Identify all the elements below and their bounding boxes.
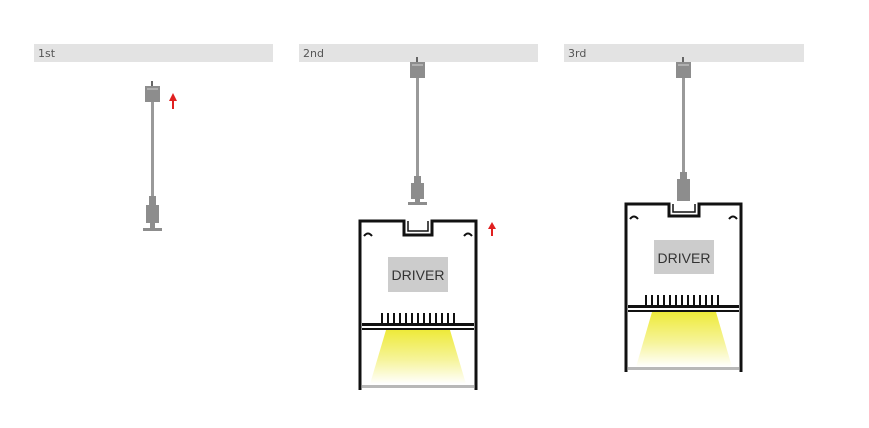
arrow-up-icon bbox=[169, 93, 177, 109]
step-3-bar: 3rd bbox=[564, 44, 804, 62]
step-3-suspension-kit bbox=[676, 57, 691, 201]
step-2-bar: 2nd bbox=[299, 44, 538, 62]
cable-gripper bbox=[411, 183, 424, 199]
cable-gripper bbox=[146, 205, 159, 223]
driver-box bbox=[654, 240, 714, 274]
step-2-label: 2nd bbox=[303, 47, 324, 60]
step-1-bar: 1st bbox=[34, 44, 273, 62]
light-beam bbox=[370, 330, 466, 384]
step-2-luminaire-profile: DRIVER bbox=[358, 219, 478, 390]
suspension-cable bbox=[682, 78, 685, 176]
step-3-luminaire-profile: DRIVER bbox=[624, 202, 743, 372]
arrow-up-icon bbox=[488, 222, 496, 236]
suspension-cable bbox=[151, 102, 154, 200]
driver-label: DRIVER bbox=[392, 267, 445, 283]
suspension-cable bbox=[416, 78, 419, 180]
step-1-suspension-kit bbox=[143, 81, 162, 231]
step-2-suspension-kit bbox=[408, 57, 427, 205]
step-1-label: 1st bbox=[38, 47, 56, 60]
driver-label: DRIVER bbox=[658, 250, 711, 266]
cable-gripper bbox=[677, 179, 690, 201]
driver-box bbox=[388, 257, 448, 292]
light-beam bbox=[636, 312, 732, 367]
step-3-label: 3rd bbox=[568, 47, 587, 60]
